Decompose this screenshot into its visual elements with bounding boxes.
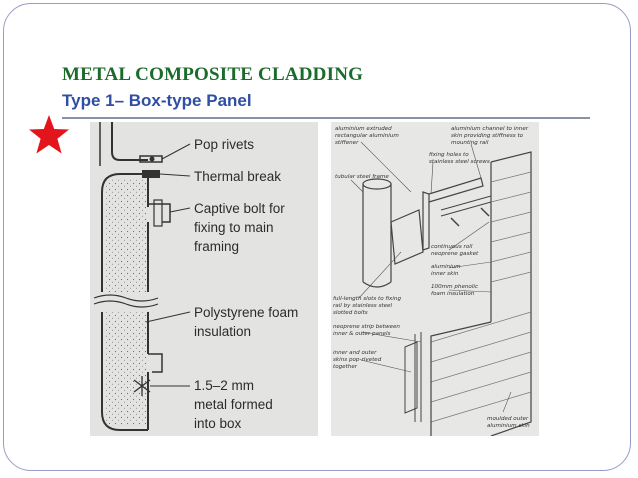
label-foam-line1: Polystyrene foam	[194, 305, 298, 320]
label-thermal-break: Thermal break	[194, 169, 281, 184]
label-gasket-line1: continuous roll	[431, 244, 473, 250]
slide-frame	[3, 3, 631, 471]
label-fixing-line1: fixing holes to	[429, 152, 469, 158]
label-captive-bolt-line3: framing	[194, 239, 239, 254]
label-extrusion-line3: stiffener	[335, 140, 359, 146]
label-inner-skin-line2: inner skin	[431, 271, 459, 277]
label-outer-skin-line2: aluminium skin	[487, 423, 530, 429]
label-neoprene-strip-line1: neoprene strip between	[333, 324, 400, 330]
slide-subtitle: Type 1– Box-type Panel	[62, 91, 252, 110]
cladding-assembly-drawing: aluminium extruded rectangular aluminium…	[333, 126, 532, 437]
label-captive-bolt-line2: fixing to main	[194, 220, 274, 235]
label-slots-line3: slotted bolts	[333, 310, 368, 316]
label-gasket-line2: neoprene gasket	[431, 251, 479, 257]
label-skins-line3: together	[333, 364, 358, 370]
label-phenolic-foam-line1: 100mm phenolic	[431, 284, 478, 290]
cladding-assembly-diagram: aluminium extruded rectangular aluminium…	[331, 122, 539, 437]
label-neoprene-strip-line2: inner & outer panels	[333, 331, 391, 337]
label-thickness-line3: into box	[194, 416, 242, 431]
slide-title: METAL COMPOSITE CLADDING	[62, 64, 364, 85]
label-slots-line2: rail by stainless steel	[333, 303, 392, 309]
label-extrusion-line2: rectangular aluminium	[335, 133, 399, 139]
label-foam-line2: insulation	[194, 324, 251, 339]
label-channel-line3: mounting rail	[451, 140, 489, 146]
label-channel-line2: skin providing stiffness to	[451, 133, 524, 139]
label-captive-bolt-line1: Captive bolt for	[194, 201, 285, 216]
label-pop-rivets: Pop rivets	[194, 137, 254, 152]
label-skins-line1: inner and outer	[333, 350, 377, 356]
panel-section-diagram: Pop rivets Thermal break Captive bolt fo…	[90, 122, 318, 436]
panel-section-drawing: Pop rivets Thermal break Captive bolt fo…	[93, 122, 298, 431]
label-tubular-frame: tubular steel frame	[335, 174, 389, 180]
label-inner-skin-line1: aluminium	[431, 264, 461, 270]
star-icon	[29, 115, 69, 154]
title-divider	[62, 117, 590, 119]
label-thickness-line2: metal formed	[194, 397, 273, 412]
label-thickness-line1: 1.5–2 mm	[194, 378, 254, 393]
label-fixing-line2: stainless steel screws	[429, 159, 490, 165]
label-slots-line1: full-length slots to fixing	[333, 296, 401, 302]
label-extrusion-line1: aluminium extruded	[335, 126, 392, 132]
label-outer-skin-line1: moulded outer	[487, 416, 529, 422]
label-channel-line1: aluminium channel to inner	[451, 126, 529, 132]
label-phenolic-foam-line2: foam insulation	[431, 291, 475, 297]
label-skins-line2: skins pop-riveted	[333, 357, 382, 363]
